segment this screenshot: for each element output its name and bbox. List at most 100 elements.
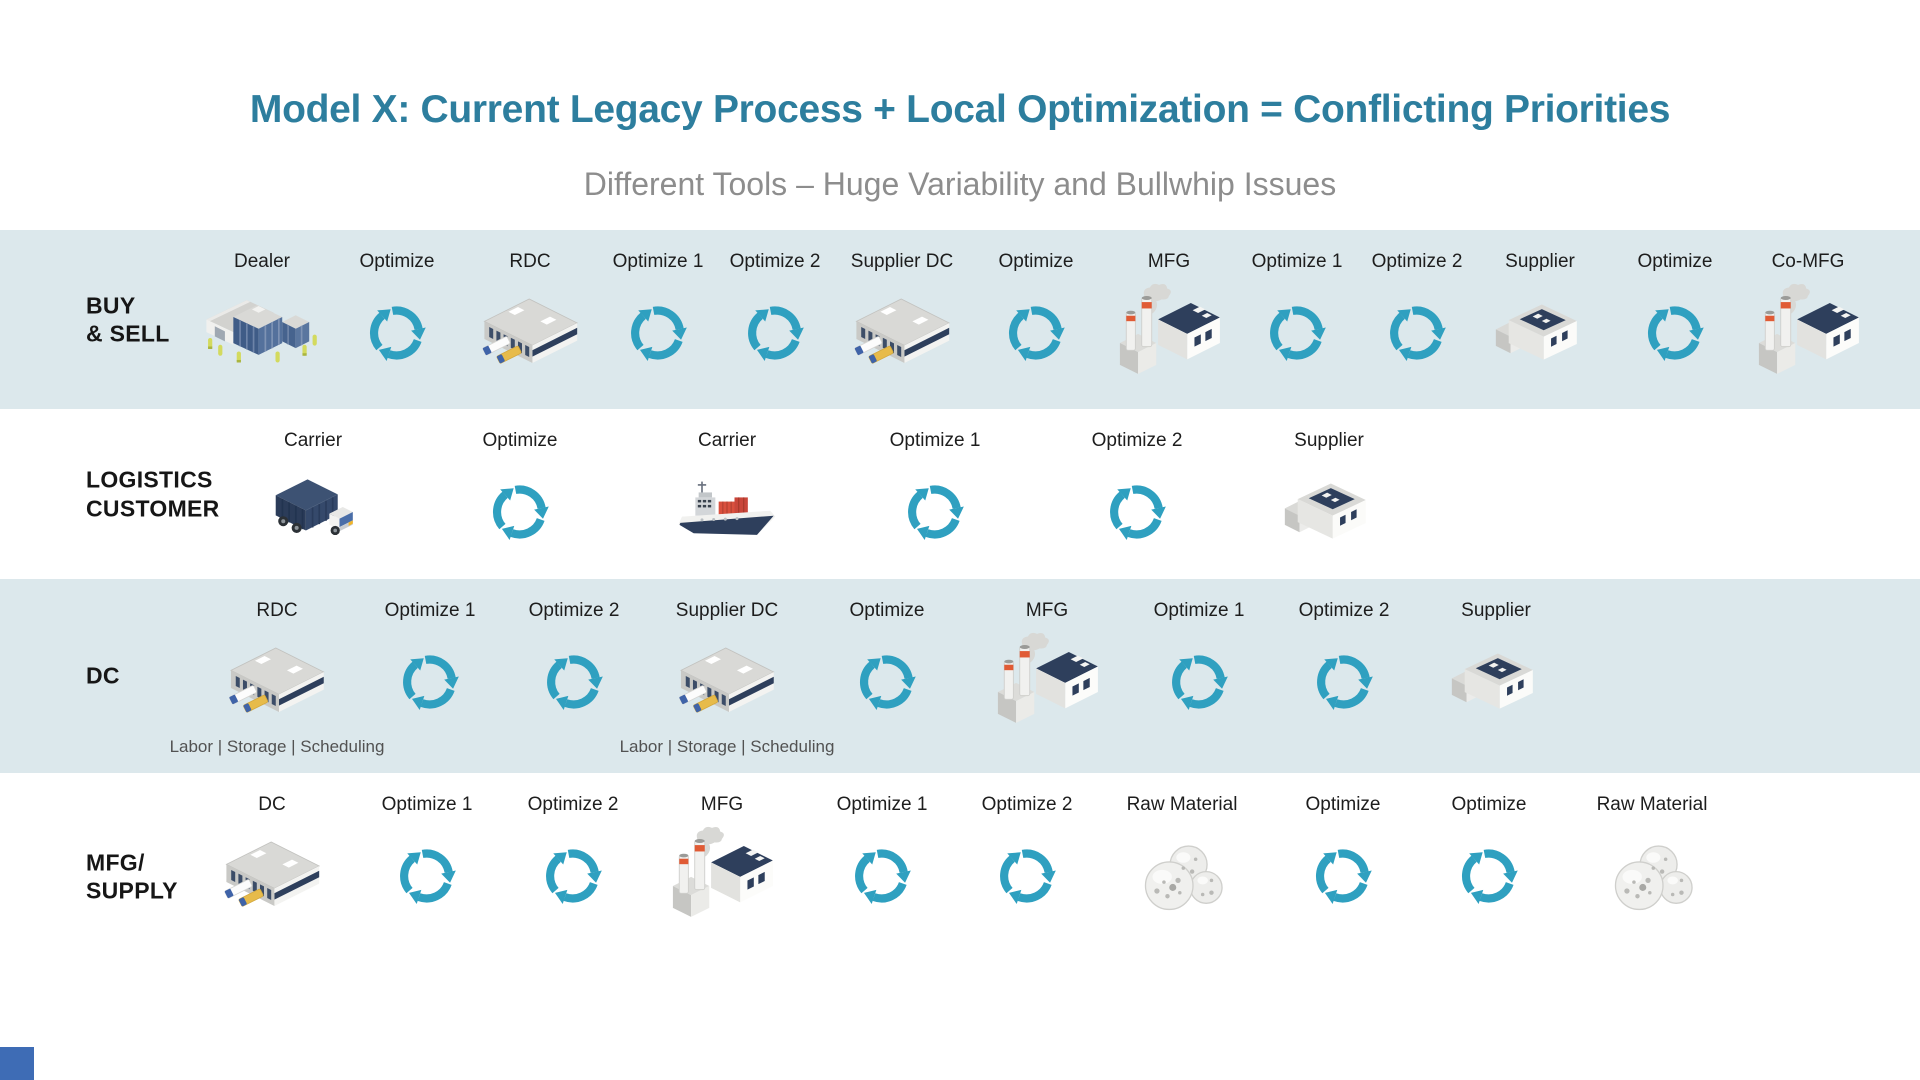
- row-label: MFG/SUPPLY: [86, 848, 178, 904]
- item-label: Optimize 1: [381, 794, 473, 815]
- item-label: MFG: [1147, 251, 1191, 272]
- item-optimize: Optimize: [1638, 230, 1712, 428]
- item-label: Optimize: [359, 251, 435, 272]
- item-label: Optimize 1: [836, 794, 928, 815]
- item-sublabel: Labor | Storage | Scheduling: [169, 737, 385, 756]
- item-icon-box: [1114, 280, 1224, 386]
- row-dc: DC RDC Labor | Storage | Scheduling Opti…: [0, 579, 1920, 773]
- item-icon-box: [1002, 280, 1070, 386]
- item-icon-box: [220, 823, 324, 929]
- item-label: Optimize 1: [612, 251, 704, 272]
- item-icon-box: [1309, 823, 1377, 929]
- factory-icon: [667, 826, 777, 926]
- cycle-icon: [540, 648, 608, 716]
- item-supplier-dc: Supplier DC Labor | Storage | Scheduling: [620, 579, 835, 792]
- item-label: RDC: [256, 600, 298, 621]
- factory-icon: [1114, 283, 1224, 383]
- item-optimize-2: Optimize 2: [1371, 230, 1463, 428]
- truck-icon: [269, 474, 357, 550]
- row-items: Dealer Optimize RDC Optimize 1 Optimize …: [0, 230, 1920, 409]
- item-label: Optimize: [849, 600, 925, 621]
- item-icon-box: [667, 823, 777, 929]
- item-optimize-1: Optimize 1: [1252, 230, 1342, 428]
- item-optimize-1: Optimize 1: [612, 230, 704, 428]
- row-label: DC: [86, 662, 120, 689]
- item-optimize-2: Optimize 2: [982, 773, 1072, 999]
- item-label: Optimize 2: [527, 794, 619, 815]
- supplier-icon: [1283, 475, 1375, 549]
- item-label: Optimize 2: [1298, 600, 1390, 621]
- item-raw-material: Raw Material: [1596, 773, 1708, 999]
- cycle-icon: [393, 842, 461, 910]
- item-label: Supplier: [1505, 251, 1575, 272]
- cycle-icon: [396, 648, 464, 716]
- row-items: RDC Labor | Storage | Scheduling Optimiz…: [0, 579, 1920, 773]
- item-label: Optimize 2: [528, 600, 620, 621]
- item-label: MFG: [700, 794, 744, 815]
- item-optimize-1: Optimize 1: [890, 409, 980, 598]
- raw-material-icon: [1138, 836, 1226, 916]
- cycle-icon: [1263, 299, 1331, 367]
- item-label: Raw Material: [1596, 794, 1708, 815]
- item-icon-box: [624, 280, 692, 386]
- item-label: Optimize 2: [1091, 430, 1183, 451]
- item-label: Supplier: [1461, 600, 1531, 621]
- warehouse-icon: [478, 289, 582, 377]
- item-rdc: RDC: [478, 230, 582, 428]
- item-label: Optimize: [1451, 794, 1527, 815]
- item-supplier-dc: Supplier DC: [850, 230, 954, 428]
- item-icon-box: [1608, 823, 1696, 929]
- item-supplier: Supplier: [1494, 230, 1586, 428]
- item-icon-box: [1263, 280, 1331, 386]
- item-icon-box: [1138, 823, 1226, 929]
- item-dc: DC: [220, 773, 324, 999]
- item-icon-box: [850, 280, 954, 386]
- cycle-icon: [1103, 478, 1171, 546]
- cycle-icon: [1641, 299, 1709, 367]
- warehouse-icon: [225, 638, 329, 726]
- item-label: MFG: [1025, 600, 1069, 621]
- item-label: Carrier: [697, 430, 757, 451]
- item-icon-box: [677, 459, 777, 565]
- item-label: DC: [258, 794, 286, 815]
- item-optimize: Optimize: [1306, 773, 1380, 999]
- item-icon-box: [396, 629, 464, 735]
- item-optimize-1: Optimize 1: [836, 773, 928, 999]
- item-label: Co-MFG: [1771, 251, 1845, 272]
- row-mfg-supply: MFG/SUPPLY DC Optimize 1 Optimize 2 MFG …: [0, 773, 1920, 980]
- item-icon-box: [486, 459, 554, 565]
- item-label: Optimize: [482, 430, 558, 451]
- item-icon-box: [992, 629, 1102, 735]
- item-icon-box: [539, 823, 607, 929]
- item-label: Supplier: [1294, 430, 1364, 451]
- warehouse-icon: [220, 832, 324, 920]
- item-optimize-2: Optimize 2: [1298, 579, 1390, 792]
- factory-icon: [1753, 283, 1863, 383]
- cycle-icon: [1165, 648, 1233, 716]
- cycle-icon: [363, 299, 431, 367]
- item-optimize-2: Optimize 2: [527, 773, 619, 999]
- cycle-icon: [624, 299, 692, 367]
- item-icon-box: [478, 280, 582, 386]
- cycle-icon: [1002, 299, 1070, 367]
- item-label: Optimize 2: [729, 251, 821, 272]
- item-icon-box: [1753, 280, 1863, 386]
- cycle-icon: [741, 299, 809, 367]
- accent-bar: [0, 1047, 34, 1080]
- item-icon-box: [675, 629, 779, 735]
- item-carrier: Carrier: [677, 409, 777, 598]
- item-label: Optimize: [998, 251, 1074, 272]
- dealer-icon: [203, 289, 321, 377]
- item-icon-box: [901, 459, 969, 565]
- item-mfg: MFG: [992, 579, 1102, 792]
- item-icon-box: [1450, 629, 1542, 735]
- cycle-icon: [848, 842, 916, 910]
- item-label: Optimize 2: [1371, 251, 1463, 272]
- item-label: Carrier: [283, 430, 343, 451]
- item-icon-box: [540, 629, 608, 735]
- row-items: Carrier Optimize Carrier Optimize 1 Opti…: [0, 409, 1920, 579]
- row-items: DC Optimize 1 Optimize 2 MFG Optimize 1 …: [0, 773, 1920, 980]
